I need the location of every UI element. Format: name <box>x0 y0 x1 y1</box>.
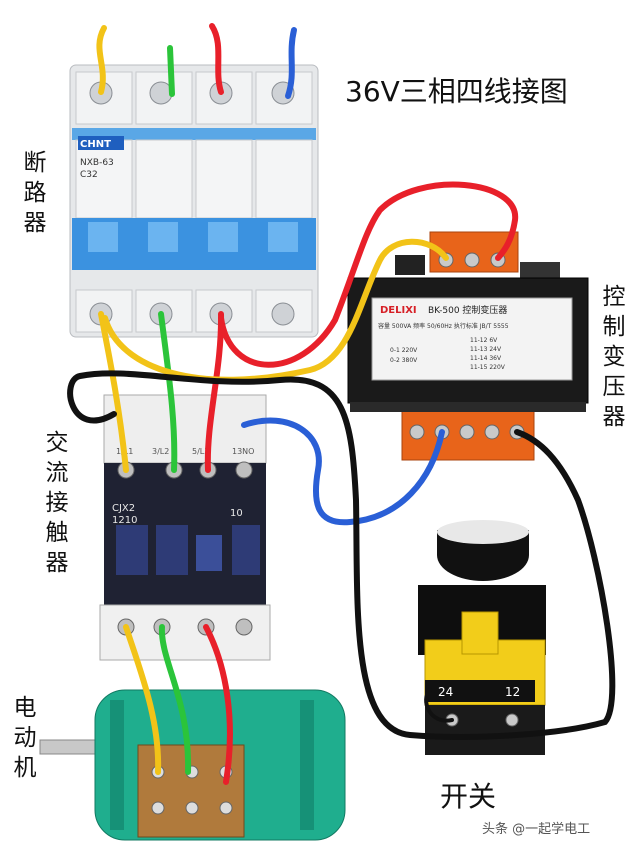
switch-label: 开关 <box>440 780 497 813</box>
circuit-breaker <box>69 64 319 338</box>
transformer-label-char-2: 制 <box>602 314 626 340</box>
breaker-label-char-3: 器 <box>23 210 47 236</box>
control-transformer <box>347 231 589 461</box>
motor-label-char-2: 动 <box>13 725 37 751</box>
transformer-label-char-5: 器 <box>602 404 626 430</box>
transformer-input-2: 0-2 380V <box>390 357 418 364</box>
wire-green-to-contactor <box>158 311 178 473</box>
wire-green-to-motor <box>158 624 192 775</box>
push-switch <box>418 520 546 755</box>
wire-yellow-to-transformer <box>102 238 449 383</box>
breaker-label-char-1: 断 <box>23 150 47 176</box>
wire-red-input <box>209 23 224 95</box>
contactor-aux: 10 <box>230 508 243 519</box>
contactor-label-char-4: 触 <box>45 520 69 546</box>
wire-red-to-motor <box>203 624 233 785</box>
motor-label-char-3: 机 <box>13 755 37 781</box>
contactor-label-char-3: 接 <box>45 490 69 516</box>
breaker-label-char-2: 路 <box>23 180 47 206</box>
transformer-label-char-1: 控 <box>602 284 626 310</box>
wire-green-input <box>167 45 175 97</box>
breaker-label: 断 路 器 <box>22 148 48 238</box>
ac-contactor <box>99 394 271 661</box>
transformer-output-4: 11-15 220V <box>470 364 506 371</box>
contactor-code: 1210 <box>112 515 137 526</box>
wire-yellow-to-motor <box>123 624 162 775</box>
breaker-brand: CHNT <box>80 139 111 150</box>
transformer-output-1: 11-12 6V <box>470 337 498 344</box>
contactor-label-char-1: 交 <box>45 430 69 456</box>
wire-black-control <box>67 370 616 740</box>
wire-blue-input <box>285 27 297 99</box>
switch-terminal-left: 24 <box>438 685 453 699</box>
motor <box>39 689 346 841</box>
contactor-terminal-3: 5/L3 <box>192 447 209 456</box>
watermark: 头条 @一起学电工 <box>482 822 591 837</box>
switch-terminal-right: 12 <box>505 685 520 699</box>
breaker-model: NXB-63 <box>80 158 114 168</box>
breaker-rating: C32 <box>80 170 98 180</box>
transformer-output-3: 11-14 36V <box>470 355 502 362</box>
transformer-label-char-4: 压 <box>602 374 626 400</box>
wire-blue-neutral <box>241 417 445 526</box>
wire-black-switch <box>424 688 454 723</box>
wire-red-to-transformer <box>218 181 519 368</box>
motor-label: 电 动 机 <box>12 693 38 783</box>
transformer-output-2: 11-13 24V <box>470 346 502 353</box>
contactor-label: 交 流 接 触 器 <box>44 428 70 578</box>
transformer-model: BK-500 控制变压器 <box>428 304 507 316</box>
contactor-terminal-4: 13NO <box>232 447 254 456</box>
transformer-brand: DELIXI <box>380 305 417 316</box>
contactor-model: CJX2 <box>112 503 135 514</box>
wire-yellow-input <box>96 25 107 95</box>
diagram-title: 36V三相四线接图 <box>345 75 568 108</box>
transformer-label-char-3: 变 <box>602 344 626 370</box>
contactor-label-char-5: 器 <box>45 550 69 576</box>
motor-label-char-1: 电 <box>13 695 37 721</box>
contactor-label-char-2: 流 <box>45 460 69 486</box>
contactor-terminal-2: 3/L2 <box>152 447 169 456</box>
wire-yellow-to-contactor <box>98 311 129 473</box>
transformer-specs: 容量 500VA 频率 50/60Hz 执行标准 JB/T 5555 <box>378 322 509 330</box>
transformer-input-1: 0-1 220V <box>390 347 418 354</box>
transformer-label: 控 制 变 压 器 <box>601 282 627 432</box>
wire-red-to-contactor <box>204 311 225 473</box>
